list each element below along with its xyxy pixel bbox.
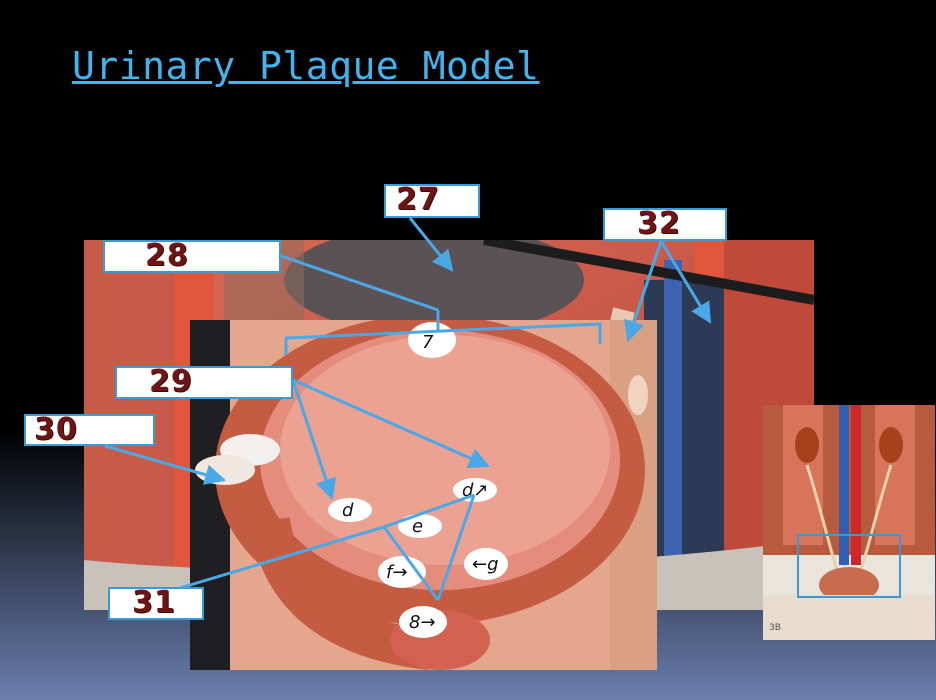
label-30: 30 [24,412,155,447]
svg-text:8→: 8→ [409,612,436,633]
label-28: 28 [103,238,281,273]
label-30-text: 30 [34,412,78,447]
label-31-text: 31 [132,585,176,620]
label-27: 27 [384,182,480,218]
svg-text:d: d [342,500,354,521]
label-32: 32 [603,206,727,241]
label-27-text: 27 [396,182,440,217]
label-31: 31 [108,585,204,620]
label-32-text: 32 [637,206,681,241]
svg-text:f→: f→ [386,562,407,583]
svg-text:←g: ←g [472,554,499,575]
svg-text:7: 7 [422,332,434,353]
svg-text:e: e [412,516,423,537]
svg-text:d↗: d↗ [462,480,489,501]
label-28-text: 28 [145,238,189,273]
label-29-text: 29 [149,364,193,399]
svg-text:3B: 3B [769,623,781,633]
slide-title: Urinary Plaque Model [72,44,540,88]
label-29: 29 [115,364,293,399]
inset-photo: 3B [763,405,935,640]
